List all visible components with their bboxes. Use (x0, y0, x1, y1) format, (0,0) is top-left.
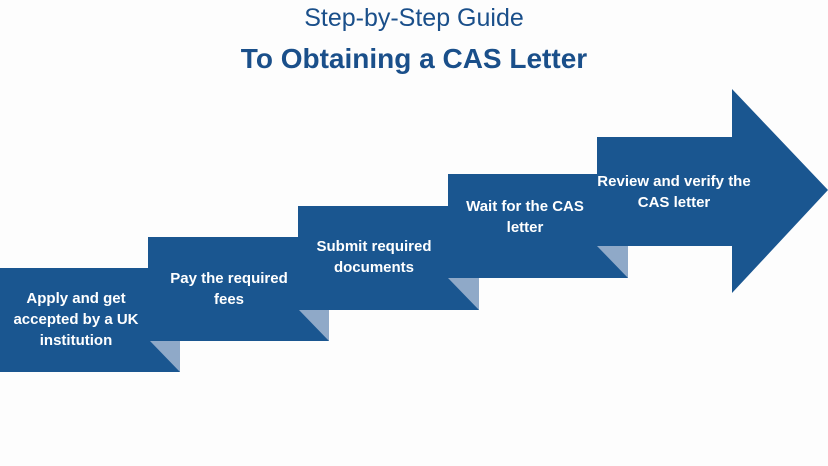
title-line-2: To Obtaining a CAS Letter (240, 43, 588, 74)
step-3-label: Submit required documents (316, 238, 432, 276)
step-1-fold (150, 341, 180, 372)
title-line-1: Step-by-Step Guide (304, 4, 524, 32)
step-5-label: Review and verify the CAS letter (597, 173, 751, 211)
step-2-label: Pay the required fees (170, 270, 288, 308)
step-3-block (298, 206, 479, 310)
step-2-block (148, 237, 329, 341)
step-4-label: Wait for the CAS letter (466, 198, 584, 236)
step-4-block (448, 174, 628, 278)
step-5-arrow (597, 89, 828, 293)
step-1-label: Apply and get accepted by a UK instituti… (13, 290, 139, 349)
step-3-fold (448, 278, 479, 310)
step-1-block (0, 268, 180, 372)
step-4-fold (597, 246, 628, 278)
step-2-fold (299, 310, 329, 341)
